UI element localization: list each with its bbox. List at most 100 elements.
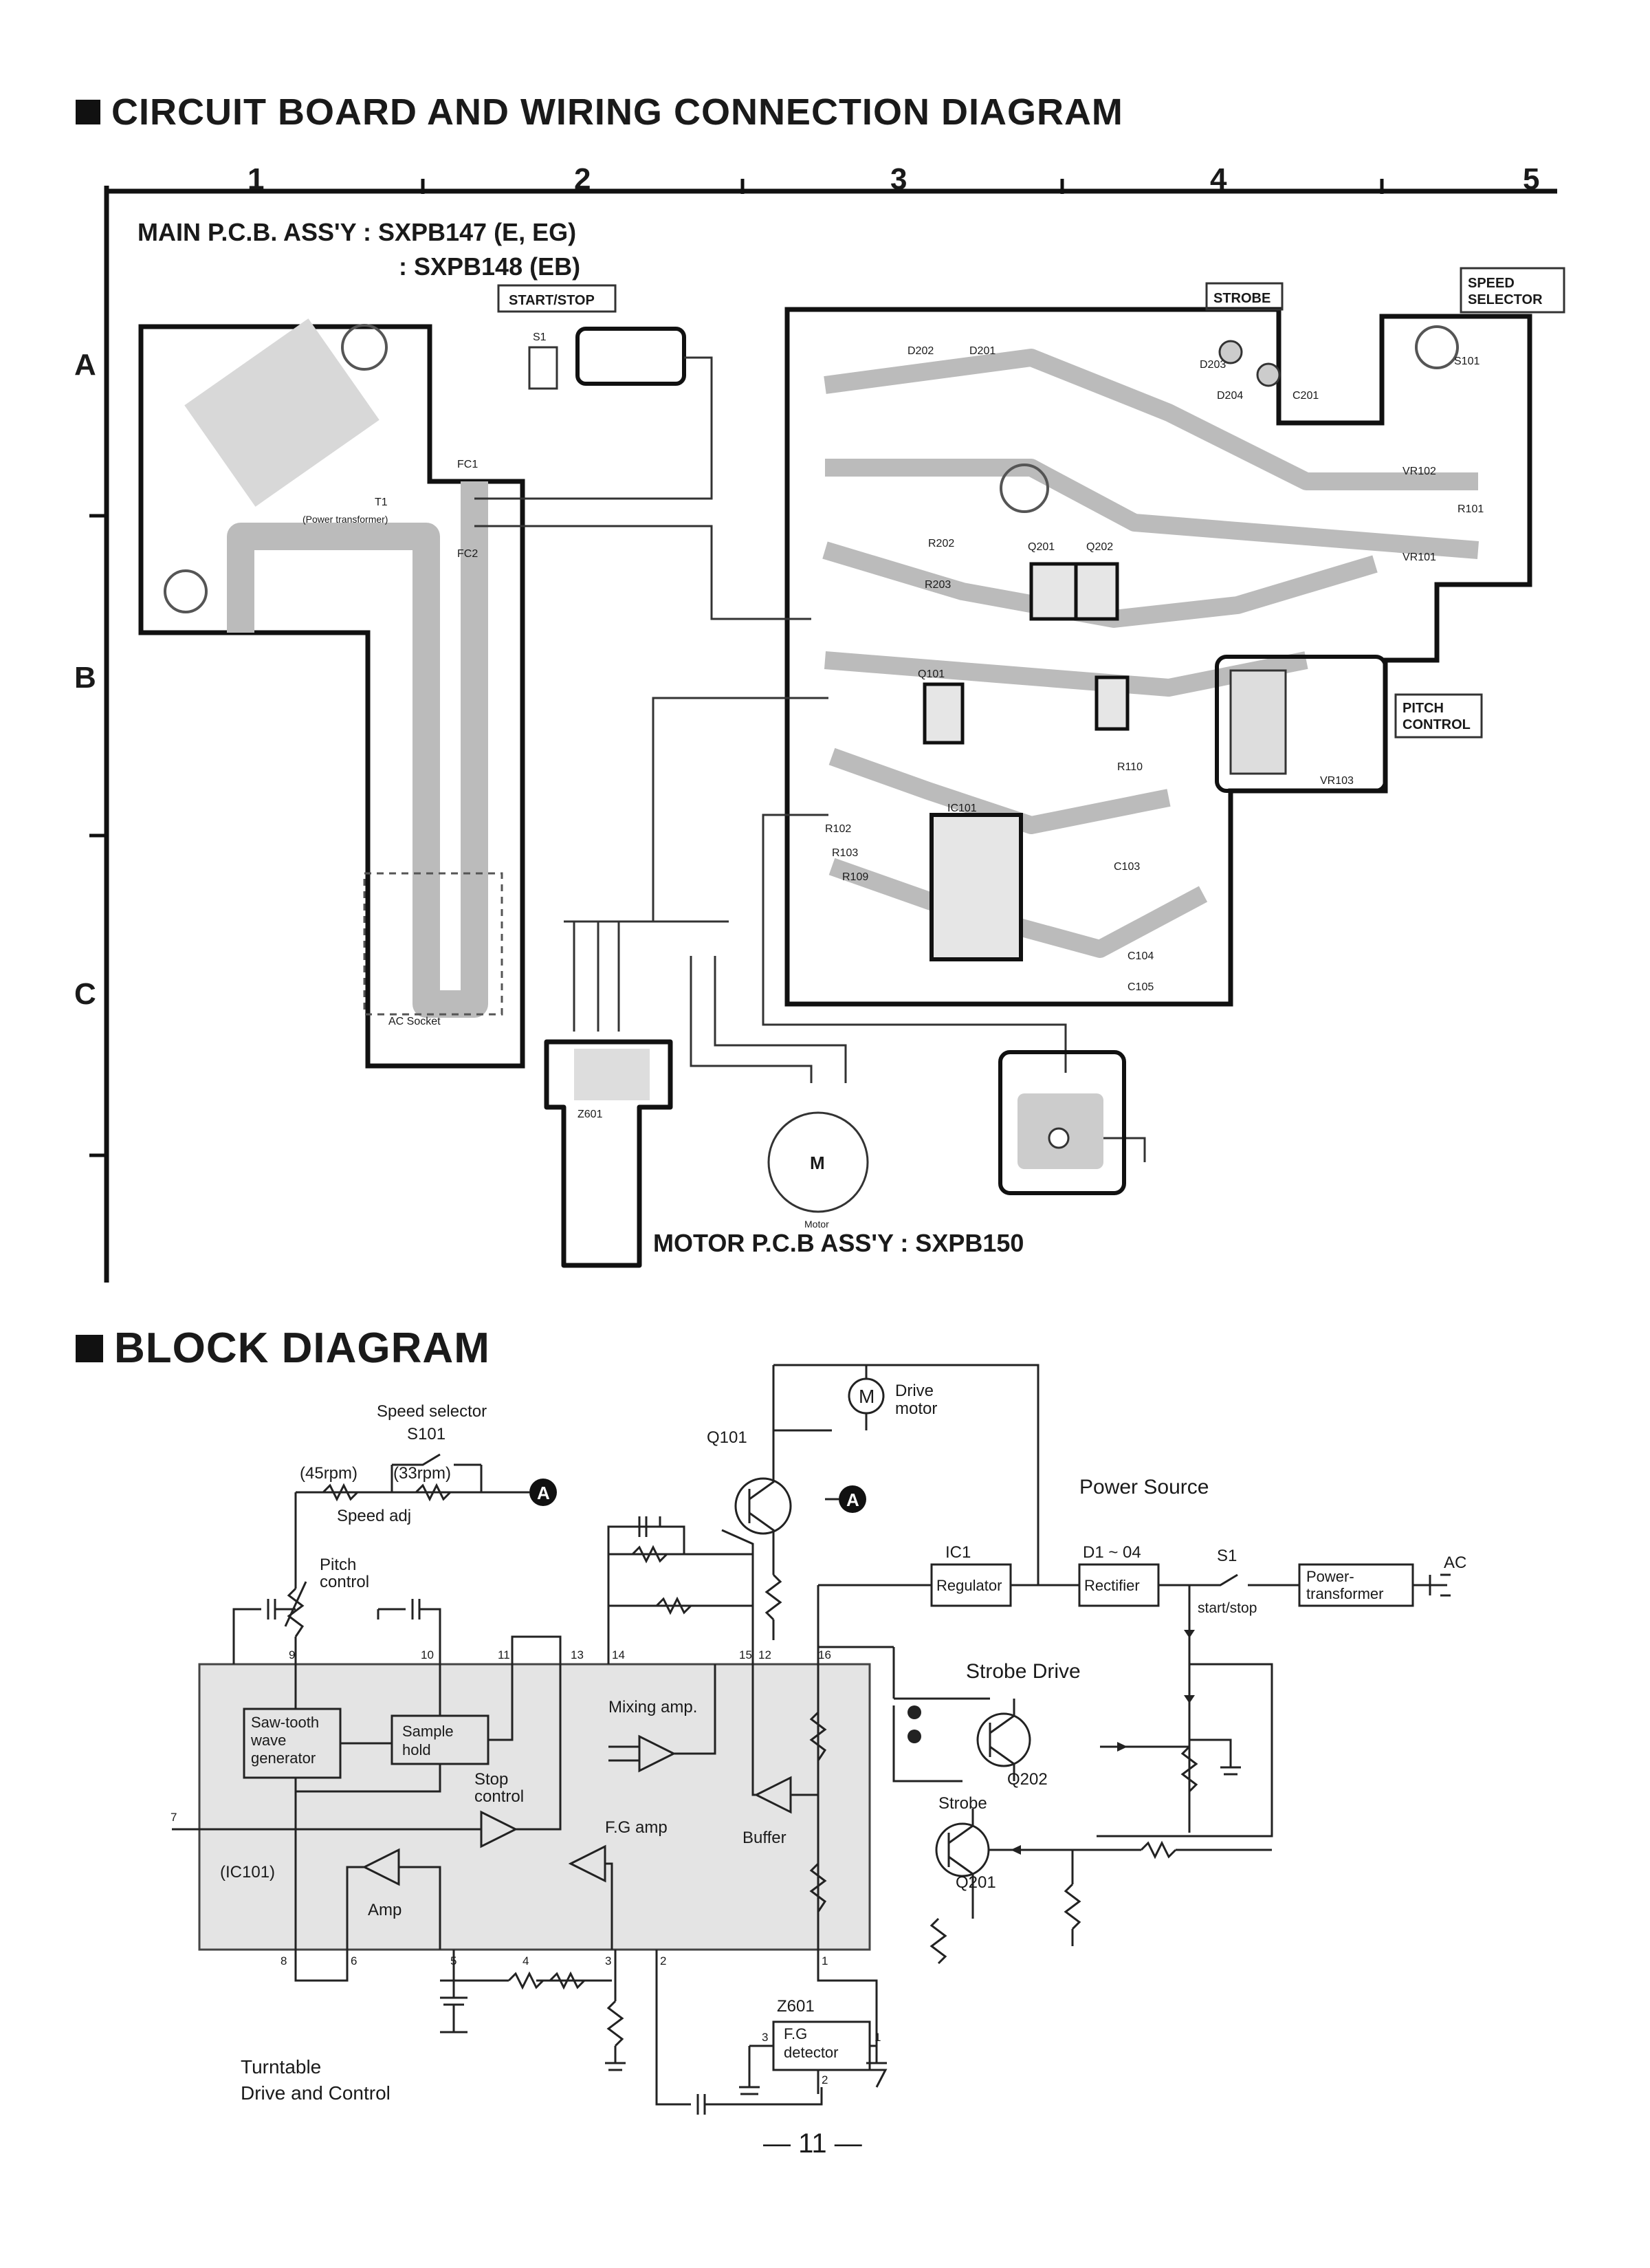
switch-s1 bbox=[528, 346, 558, 390]
row-label-a: A bbox=[74, 348, 96, 382]
s1-label: S1 bbox=[1217, 1547, 1237, 1565]
buffer-label: Buffer bbox=[742, 1829, 786, 1847]
component-label-vr103: VR103 bbox=[1320, 775, 1354, 787]
col-label-4: 4 bbox=[1210, 162, 1227, 196]
power-transformer-label-1: Power- bbox=[1306, 1568, 1354, 1585]
diode-3 bbox=[1117, 1742, 1128, 1752]
col-label-5: 5 bbox=[1523, 162, 1539, 196]
main-pcb-line1: MAIN P.C.B. ASS'Y : SXPB147 (E, EG) bbox=[138, 218, 576, 246]
strobe-tag-label: STROBE bbox=[1213, 291, 1270, 306]
component-label-s101: S101 bbox=[1454, 356, 1480, 367]
pin-top-9: 9 bbox=[289, 1648, 295, 1661]
saw-tooth-label-3: generator bbox=[251, 1749, 316, 1767]
row-label-c: C bbox=[74, 977, 96, 1011]
pin-bottom-5: 5 bbox=[450, 1954, 456, 1967]
component-label-vr101: VR101 bbox=[1402, 552, 1436, 563]
speed-selector-label-1: SPEED bbox=[1468, 276, 1515, 291]
selector-hole bbox=[1415, 325, 1459, 369]
strobe-tag bbox=[1205, 282, 1284, 311]
component-label-r109: R109 bbox=[842, 871, 868, 883]
z601-label: Z601 bbox=[578, 1109, 603, 1120]
transformer-board bbox=[138, 324, 525, 1069]
pitch-control-vr103 bbox=[1229, 669, 1287, 775]
component-label-r101: R101 bbox=[1458, 503, 1484, 515]
pin-top-15: 15 bbox=[739, 1648, 752, 1661]
regulator-label: Regulator bbox=[936, 1577, 1002, 1594]
motor-label: Motor bbox=[804, 1219, 829, 1230]
rpm45-label: (45rpm) bbox=[300, 1464, 358, 1483]
power-transformer-label: (Power transformer) bbox=[302, 514, 388, 525]
ac-label: AC bbox=[1444, 1553, 1466, 1572]
diode-4 bbox=[1011, 1845, 1021, 1855]
mount-hole-2 bbox=[164, 569, 208, 613]
pin-top-14: 14 bbox=[612, 1648, 625, 1661]
col-label-3: 3 bbox=[890, 162, 907, 196]
transistor-3 bbox=[1094, 675, 1130, 731]
pin-top-13: 13 bbox=[571, 1648, 584, 1661]
component-label-r102: R102 bbox=[825, 823, 851, 835]
ic101-label: (IC101) bbox=[220, 1863, 275, 1882]
wiring-diagram-title: CIRCUIT BOARD AND WIRING CONNECTION DIAG… bbox=[111, 91, 1123, 133]
pin-top-12: 12 bbox=[758, 1648, 771, 1661]
transformer-trace bbox=[227, 481, 488, 1018]
motor-m-label: M bbox=[859, 1386, 874, 1407]
pitch-control-label-1: Pitch bbox=[320, 1556, 356, 1574]
stop-control-label-1: Stop bbox=[474, 1770, 508, 1789]
component-label-q201: Q201 bbox=[1028, 541, 1055, 553]
sample-hold-label-1: Sample bbox=[402, 1723, 454, 1740]
pitch-control-label-1: PITCH bbox=[1402, 701, 1444, 716]
pin-top-10: 10 bbox=[421, 1648, 434, 1661]
start-stop-label: START/STOP bbox=[509, 293, 595, 308]
transformer-t1 bbox=[184, 318, 380, 507]
main-pcb-line2: : SXPB148 (EB) bbox=[399, 252, 580, 281]
fg-detector-label-1: F.G bbox=[784, 2025, 807, 2042]
strobe-label: Strobe bbox=[938, 1794, 987, 1813]
connector-a-2 bbox=[839, 1485, 866, 1513]
speed-selector-label-2: SELECTOR bbox=[1468, 292, 1543, 307]
component-label-ic101: IC101 bbox=[947, 803, 977, 814]
wiring-diagram-heading: CIRCUIT BOARD AND WIRING CONNECTION DIAG… bbox=[76, 91, 1123, 133]
q101-transistor bbox=[923, 682, 965, 745]
pin-bottom-6: 6 bbox=[351, 1954, 357, 1967]
rectifier-label: Rectifier bbox=[1084, 1577, 1140, 1594]
rpm33-label: (33rpm) bbox=[393, 1464, 451, 1483]
ac-socket-label: AC Socket bbox=[388, 1016, 441, 1027]
speed-selector-label: Speed selector bbox=[377, 1402, 487, 1421]
ic1-label: IC1 bbox=[945, 1543, 971, 1562]
pin-left-7: 7 bbox=[170, 1811, 177, 1824]
s101-label: S101 bbox=[407, 1425, 446, 1443]
strobe-led-2 bbox=[908, 1730, 921, 1743]
component-label-q101: Q101 bbox=[918, 668, 945, 680]
diode-2 bbox=[1184, 1695, 1195, 1703]
row-label-b: B bbox=[74, 661, 96, 695]
pitch-control-label-2: control bbox=[320, 1573, 369, 1591]
z601-label: Z601 bbox=[777, 1997, 815, 2016]
q202-transistor bbox=[1074, 562, 1119, 621]
component-label-r110: R110 bbox=[1117, 761, 1143, 773]
main-pcb-hole bbox=[1000, 464, 1049, 513]
turntable-label-2: Drive and Control bbox=[241, 2082, 390, 2104]
pitch-control-board bbox=[1215, 655, 1387, 793]
fc1-label: FC1 bbox=[457, 459, 478, 470]
amp-label: Amp bbox=[368, 1901, 402, 1919]
component-label-r103: R103 bbox=[832, 847, 858, 859]
component-label-c103: C103 bbox=[1114, 861, 1140, 873]
t1-label: T1 bbox=[375, 497, 388, 508]
component-label-vr102: VR102 bbox=[1402, 466, 1436, 477]
strobe-led-1 bbox=[1218, 340, 1243, 364]
connector-a-2-label: A bbox=[846, 1490, 859, 1510]
col-label-2: 2 bbox=[574, 162, 591, 196]
motor-pcb-outline bbox=[544, 1039, 673, 1268]
strobe-drive-label: Strobe Drive bbox=[966, 1660, 1081, 1683]
ac-inlet-board bbox=[998, 1050, 1126, 1195]
q202-label: Q202 bbox=[1007, 1770, 1048, 1789]
component-label-c104: C104 bbox=[1128, 950, 1154, 962]
connector-a-1-label: A bbox=[537, 1483, 550, 1503]
wiring-connection-diagram: 1 2 3 4 5 A B C MAIN P.C.B. ASS'Y : SXPB… bbox=[74, 162, 1565, 1283]
power-source-label: Power Source bbox=[1079, 1476, 1209, 1498]
saw-tooth-label-2: wave bbox=[250, 1732, 286, 1749]
component-label-q202: Q202 bbox=[1086, 541, 1113, 553]
